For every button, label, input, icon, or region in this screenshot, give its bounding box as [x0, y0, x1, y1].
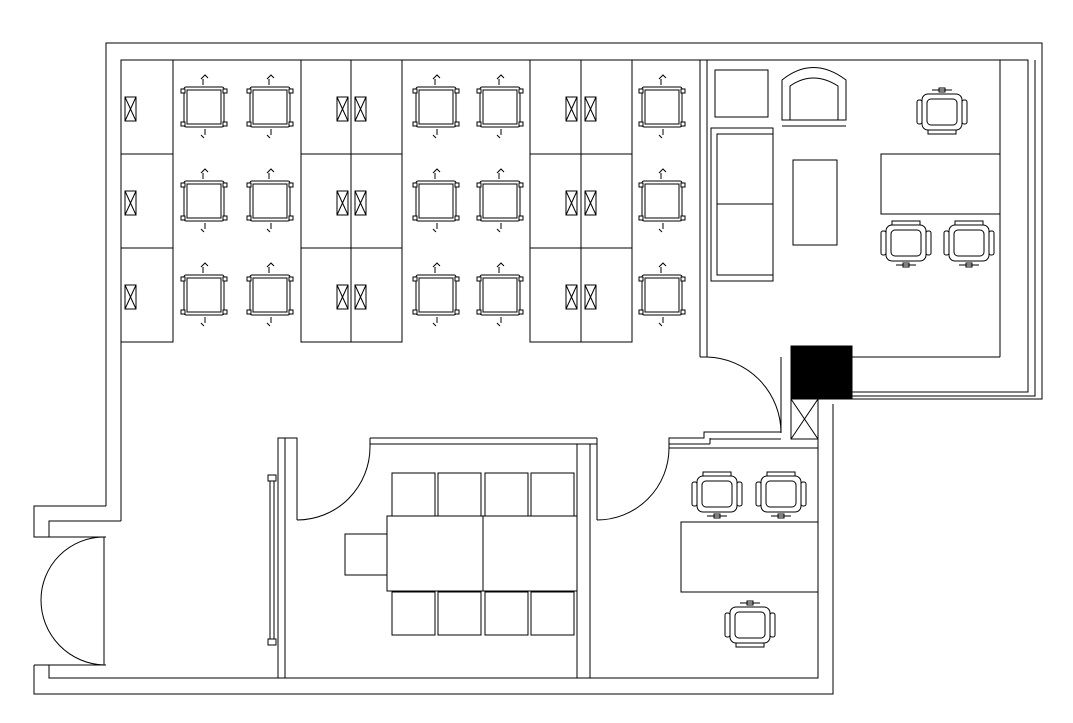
manager-office-door: [706, 356, 782, 434]
office-chair: [412, 168, 460, 233]
wall-panel: [269, 474, 275, 646]
manager-office: [699, 60, 1001, 434]
office-chair: [476, 74, 524, 139]
visitor-chair: [880, 220, 932, 268]
office-chair: [180, 262, 228, 327]
conference-table: [386, 515, 578, 592]
lounge-chair: [781, 67, 847, 121]
office-chair: [638, 262, 686, 327]
file-cabinet: [584, 284, 597, 310]
file-cabinet: [584, 96, 597, 122]
structural-column: [790, 345, 853, 400]
conference-chair: [391, 591, 436, 636]
office-chair: [180, 168, 228, 233]
file-cabinet: [584, 190, 597, 216]
file-cabinet: [565, 284, 578, 310]
open-office-area: [120, 59, 686, 343]
office-chair: [412, 74, 460, 139]
file-cabinet: [354, 190, 367, 216]
office-chair: [246, 262, 294, 327]
presentation-cart: [344, 533, 388, 576]
visitor-chair: [755, 471, 807, 519]
file-cabinet: [336, 284, 349, 310]
reception-desk: [680, 521, 819, 593]
visitor-chair: [943, 220, 995, 268]
manager-desk: [880, 153, 1001, 215]
workstation-desk: [580, 59, 633, 155]
file-cabinet: [124, 96, 137, 122]
conference-chair: [484, 591, 529, 636]
file-cabinet: [354, 284, 367, 310]
conference-chair: [437, 472, 482, 517]
office-chair: [246, 74, 294, 139]
coffee-table: [792, 159, 838, 246]
visitor-chair: [691, 471, 743, 519]
conference-chair: [437, 591, 482, 636]
entrance-double-door: [40, 536, 105, 666]
office-chair: [246, 168, 294, 233]
office-chair: [638, 168, 686, 233]
conference-room-door: [296, 446, 371, 521]
conference-chair: [530, 591, 575, 636]
office-chair: [476, 168, 524, 233]
office-chair: [638, 74, 686, 139]
file-cabinet: [565, 96, 578, 122]
file-cabinet: [124, 190, 137, 216]
file-cabinet: [124, 284, 137, 310]
conference-chairs: [391, 472, 575, 636]
reception-chair: [724, 600, 776, 648]
service-shaft: [790, 398, 819, 440]
file-cabinet: [336, 96, 349, 122]
manager-chair: [916, 87, 968, 135]
conference-chair: [484, 472, 529, 517]
conference-room: [267, 437, 598, 678]
reception-door: [596, 447, 670, 521]
reception-office: [596, 431, 819, 648]
file-cabinet: [354, 96, 367, 122]
file-cabinet: [336, 190, 349, 216]
file-cabinet: [565, 190, 578, 216]
office-chair: [412, 262, 460, 327]
conference-chair: [391, 472, 436, 517]
office-chair: [476, 262, 524, 327]
conference-chair: [530, 472, 575, 517]
side-table: [714, 69, 769, 118]
office-chair: [180, 74, 228, 139]
